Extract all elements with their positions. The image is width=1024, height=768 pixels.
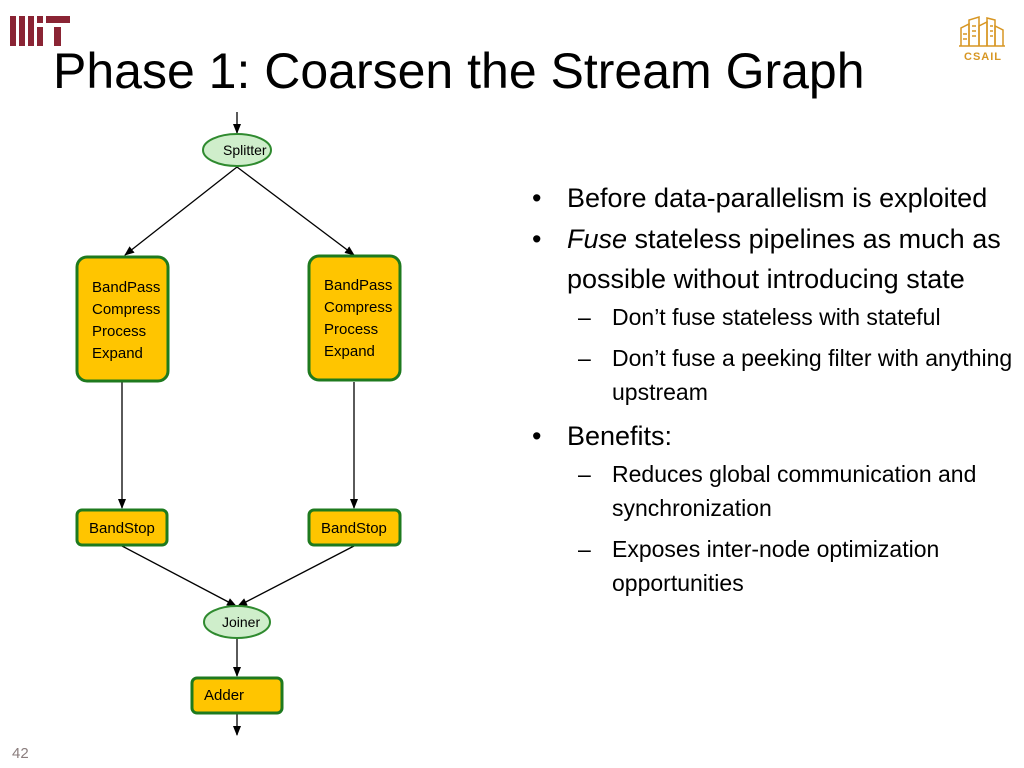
left-bandstop-filter: [75, 508, 169, 547]
sub-bullet-item: – Reduces global communication and synch…: [527, 457, 1017, 525]
bullet-marker: •: [532, 224, 542, 254]
left-pipeline-stage: BandPass: [92, 279, 160, 296]
bullet-text: stateless pipelines as much as possible …: [567, 224, 1001, 294]
sub-bullet-text: Don’t fuse stateless with stateful: [612, 304, 941, 330]
left-pipeline-stage: Process: [92, 323, 146, 340]
left-pipeline-filter: [75, 255, 170, 383]
dash-marker: –: [578, 304, 591, 330]
edge-right-bandstop-to-joiner: [237, 545, 355, 607]
adder-label: Adder: [204, 687, 244, 704]
dash-marker: –: [578, 345, 591, 371]
right-pipeline-stage: Expand: [324, 343, 375, 360]
right-bandstop-filter: [307, 508, 402, 547]
bullet-text: Benefits:: [567, 421, 673, 451]
sub-bullet-item: – Don’t fuse stateless with stateful: [527, 300, 1017, 334]
right-bandstop-label: BandStop: [321, 520, 387, 537]
bullet-item: • Before data-parallelism is exploited: [527, 178, 1017, 218]
mit-logo: [10, 16, 70, 46]
bullet-text: Before data-parallelism is exploited: [567, 183, 988, 213]
sub-bullet-text: Don’t fuse a peeking filter with anythin…: [612, 345, 1013, 405]
bullet-item: • Benefits:: [527, 416, 1017, 456]
adder-filter: [190, 676, 284, 715]
bullet-marker: •: [532, 183, 542, 213]
sub-bullet-item: – Exposes inter-node optimization opport…: [527, 532, 1017, 600]
bullet-marker: •: [532, 421, 542, 451]
joiner-node: [203, 605, 271, 639]
right-pipeline-filter: [307, 254, 402, 382]
edge-splitter-to-right: [236, 166, 355, 256]
joiner-label: Joiner: [222, 614, 260, 630]
dash-marker: –: [578, 536, 591, 562]
splitter-label: Splitter: [223, 142, 267, 158]
sub-bullet-text: Reduces global communication and synchro…: [612, 461, 977, 521]
left-pipeline-stage: Expand: [92, 345, 143, 362]
bullet-item: • Fuse stateless pipelines as much as po…: [527, 219, 1017, 299]
left-pipeline-stage: Compress: [92, 301, 160, 318]
bullet-emphasis: Fuse: [567, 224, 628, 254]
sub-bullet-item: – Don’t fuse a peeking filter with anyth…: [527, 341, 1017, 409]
splitter-node: [202, 133, 272, 167]
sub-bullet-text: Exposes inter-node optimization opportun…: [612, 536, 940, 596]
dash-marker: –: [578, 461, 591, 487]
csail-logo-text: CSAIL: [964, 51, 1002, 63]
csail-logo: CSAIL: [959, 15, 1005, 63]
right-pipeline-stage: Process: [324, 321, 378, 338]
bullet-list: • Before data-parallelism is exploited •…: [527, 178, 1017, 607]
page-number: 42: [12, 745, 29, 762]
right-pipeline-stage: BandPass: [324, 277, 392, 294]
left-bandstop-label: BandStop: [89, 520, 155, 537]
edge-splitter-to-left: [124, 166, 238, 256]
edge-left-bandstop-to-joiner: [121, 545, 237, 607]
right-pipeline-stage: Compress: [324, 299, 392, 316]
slide-title: Phase 1: Coarsen the Stream Graph: [53, 43, 865, 99]
